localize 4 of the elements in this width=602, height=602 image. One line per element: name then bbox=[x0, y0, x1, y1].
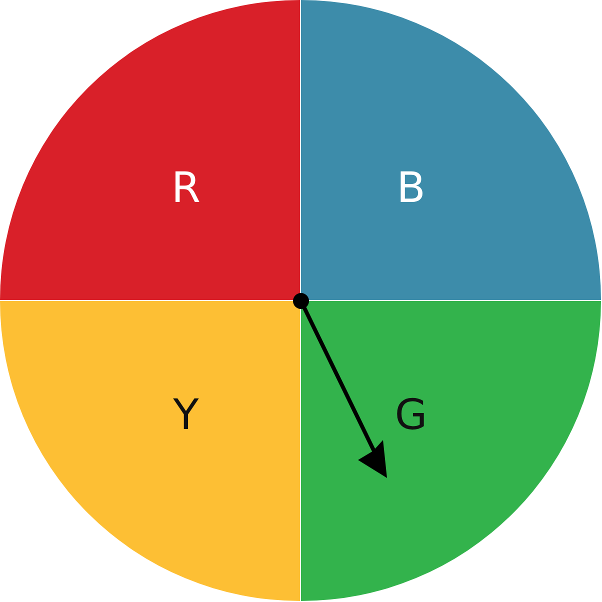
sector-letter: B bbox=[396, 167, 426, 209]
sector-letter: Y bbox=[173, 394, 199, 436]
sector-letter: R bbox=[171, 167, 201, 209]
sector-letter: G bbox=[394, 394, 428, 436]
